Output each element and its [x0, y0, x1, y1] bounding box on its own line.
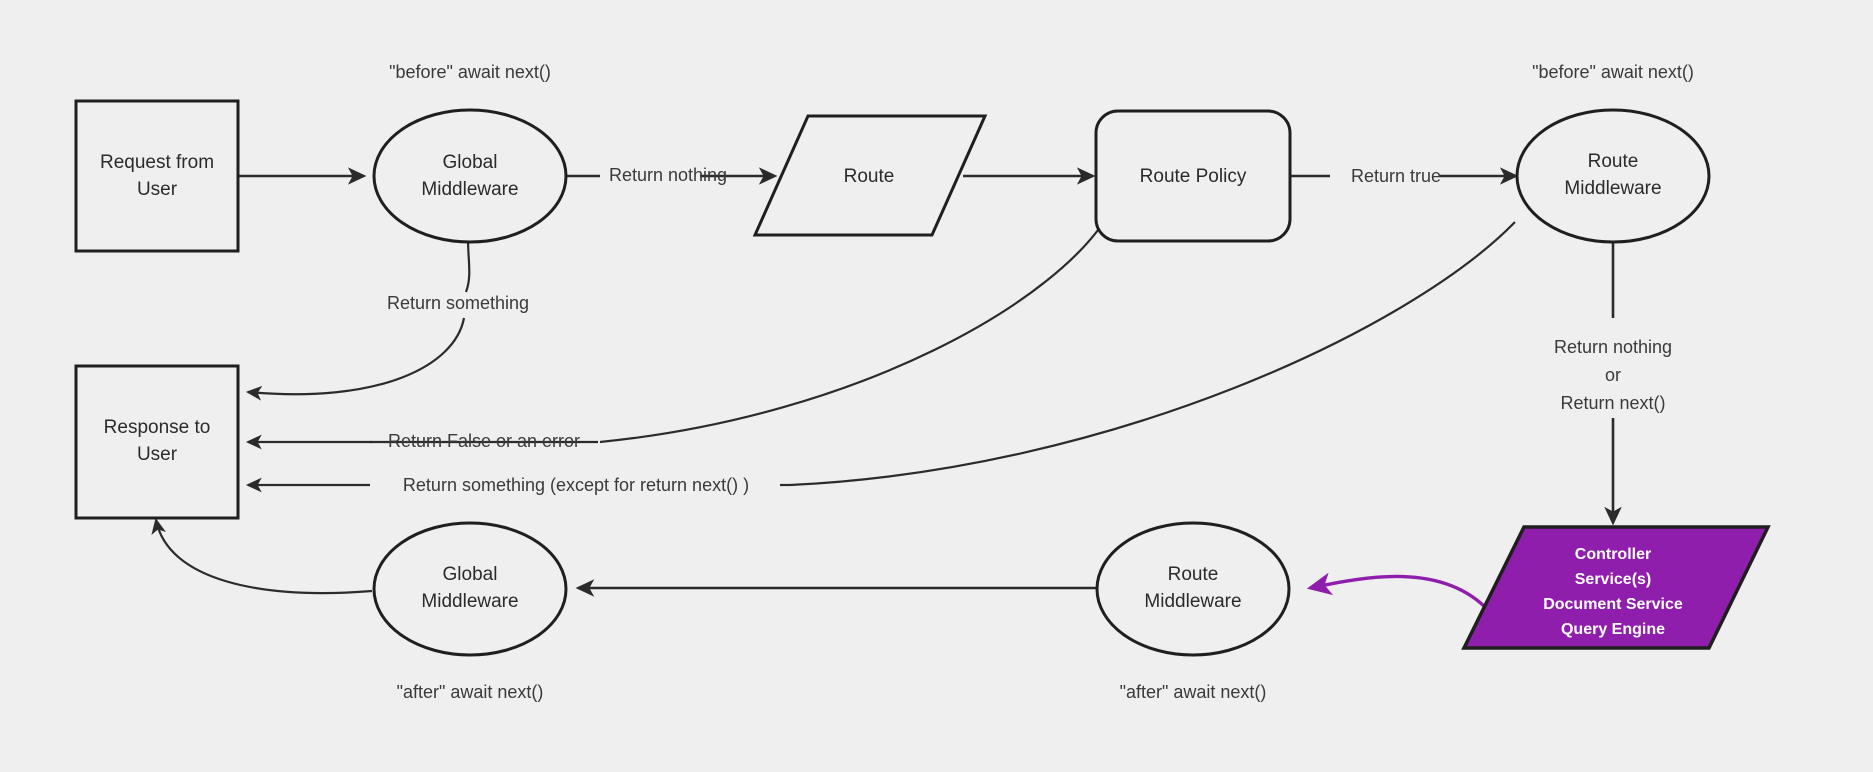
annotation-after-await-next-route-middleware: "after" await next() — [1120, 682, 1267, 702]
controller-services-label-line1: Controller — [1575, 546, 1651, 563]
request-from-user-label-line1: Request from — [100, 152, 214, 173]
global-middleware-bottom-label-line1: Global — [443, 564, 498, 585]
edge-label-return-nothing-or-next-line2: or — [1605, 365, 1621, 385]
edge-label-return-something-except: Return something (except for return next… — [403, 475, 749, 495]
edge-global-middleware-bottom-to-response — [151, 517, 373, 595]
response-to-user-label-line2: User — [137, 444, 178, 465]
route-middleware-top-label-line2: Middleware — [1564, 178, 1661, 199]
annotation-before-await-next-route-middleware: "before" await next() — [1532, 62, 1694, 82]
global-middleware-bottom-label-line2: Middleware — [421, 591, 518, 612]
controller-services-label-line4: Query Engine — [1561, 621, 1665, 638]
request-from-user-label-line2: User — [137, 179, 178, 200]
route-middleware-top-ellipse[interactable] — [1515, 108, 1711, 244]
edge-controller-to-route-middleware-bottom — [1306, 572, 1490, 612]
controller-services-parallelogram[interactable] — [1461, 525, 1771, 650]
edge-global-middleware-return-something — [245, 317, 466, 401]
route-parallelogram[interactable] — [752, 114, 988, 237]
global-middleware-top-label-line1: Global — [443, 152, 498, 173]
route-middleware-bottom-label-line1: Route — [1168, 564, 1219, 585]
response-to-user-box[interactable] — [74, 364, 240, 520]
route-middleware-bottom-label-line2: Middleware — [1144, 591, 1241, 612]
annotation-before-await-next-global: "before" await next() — [389, 62, 551, 82]
node-global-middleware-bottom[interactable]: Global Middleware — [372, 521, 568, 657]
route-label: Route — [844, 166, 895, 187]
edge-label-return-nothing: Return nothing — [609, 165, 727, 185]
edge-global-middleware-return-something-stub — [464, 237, 471, 293]
node-global-middleware-top[interactable]: Global Middleware — [372, 108, 568, 244]
node-route-middleware-bottom[interactable]: Route Middleware — [1095, 521, 1291, 657]
edge-label-return-true: Return true — [1351, 166, 1441, 186]
edge-route-middleware-return-something-curve — [789, 221, 1516, 487]
node-route-policy[interactable]: Route Policy — [1094, 109, 1292, 243]
route-middleware-top-label-line1: Route — [1588, 151, 1639, 172]
response-to-user-label-line1: Response to — [104, 417, 211, 438]
edge-label-return-false-or-error: Return False or an error — [388, 431, 580, 451]
node-controller-services[interactable]: Controller Service(s) Document Service Q… — [1461, 525, 1771, 650]
node-request-from-user[interactable]: Request from User — [74, 99, 240, 253]
edge-label-return-nothing-or-next-line3: Return next() — [1560, 393, 1665, 413]
node-route[interactable]: Route — [752, 114, 988, 237]
node-response-to-user[interactable]: Response to User — [74, 364, 240, 520]
route-policy-label: Route Policy — [1140, 166, 1247, 187]
global-middleware-top-ellipse[interactable] — [372, 108, 568, 244]
annotation-after-await-next-global: "after" await next() — [397, 682, 544, 702]
node-route-middleware-top[interactable]: Route Middleware — [1515, 108, 1711, 244]
controller-services-label-line3: Document Service — [1543, 596, 1683, 613]
edge-route-policy-return-false-curve — [599, 211, 1111, 444]
edge-label-return-nothing-or-next-line1: Return nothing — [1554, 337, 1672, 357]
request-from-user-box[interactable] — [74, 99, 240, 253]
edge-label-return-something-global: Return something — [387, 293, 529, 313]
route-policy-box[interactable] — [1094, 109, 1292, 243]
controller-services-label-line2: Service(s) — [1575, 571, 1652, 588]
global-middleware-top-label-line2: Middleware — [421, 179, 518, 200]
global-middleware-bottom-ellipse[interactable] — [372, 521, 568, 657]
route-middleware-bottom-ellipse[interactable] — [1095, 521, 1291, 657]
